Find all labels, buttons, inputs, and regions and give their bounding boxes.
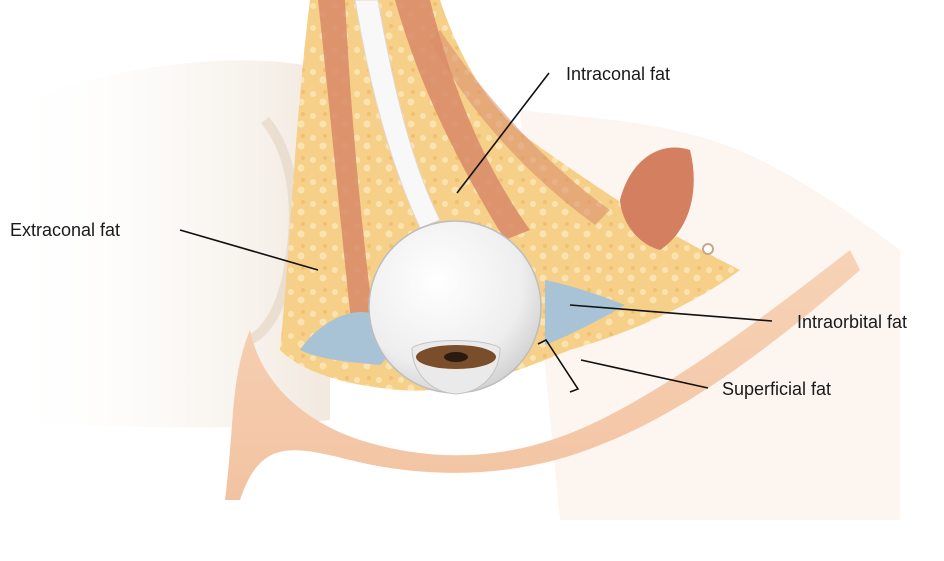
label-intraconal-fat: Intraconal fat [566, 65, 670, 83]
bone-background [0, 60, 330, 427]
label-superficial-fat: Superficial fat [722, 380, 831, 398]
small-vessel [703, 244, 713, 254]
label-intraorbital-fat: Intraorbital fat [797, 313, 907, 331]
label-extraconal-fat: Extraconal fat [10, 221, 120, 239]
pupil [444, 352, 468, 362]
